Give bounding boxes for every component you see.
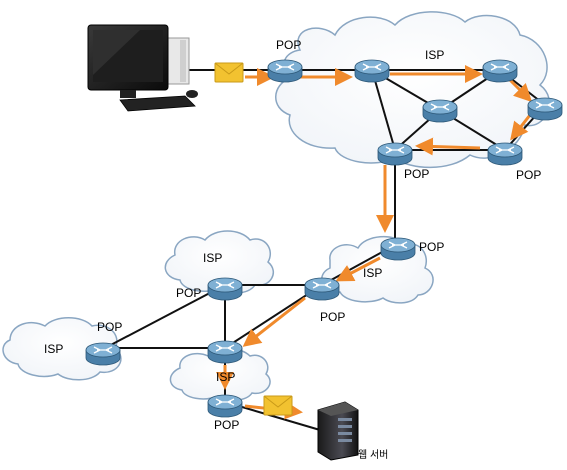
cloud-isp-mid-left bbox=[164, 230, 274, 294]
envelope-icon bbox=[214, 62, 244, 83]
router-pop-exit-icon bbox=[377, 142, 413, 166]
web-server-label: 웹 서버 bbox=[358, 450, 389, 461]
router-isp-bottom-icon bbox=[207, 340, 243, 364]
router-pop-right-icon bbox=[487, 142, 523, 166]
isp-label-bottom: ISP bbox=[216, 370, 236, 384]
pop-label-exit: POP bbox=[404, 167, 430, 181]
router-isp-top-right-icon bbox=[482, 59, 518, 83]
router-pop-bottom-icon bbox=[207, 394, 243, 418]
isp-label-far-left: ISP bbox=[44, 342, 64, 356]
link-r2-pop-exit bbox=[371, 69, 396, 151]
pop-label-mid-center: POP bbox=[320, 310, 346, 324]
isp-label-mid-left: ISP bbox=[203, 251, 223, 265]
pop-label-entry: POP bbox=[276, 38, 302, 52]
router-pop-entry-icon bbox=[267, 59, 303, 83]
router-pop-mid-left-icon bbox=[207, 277, 243, 301]
router-pop-mid-center-icon bbox=[304, 277, 340, 301]
pop-label-mid-upper: POP bbox=[419, 240, 445, 254]
web-server-icon bbox=[317, 401, 359, 461]
pop-label-far-left: POP bbox=[97, 320, 123, 334]
pop-label-bottom: POP bbox=[214, 418, 240, 432]
router-pop-mid-upper-icon bbox=[380, 237, 416, 261]
router-isp-top-center-icon bbox=[422, 99, 458, 123]
router-isp-top-far-right-icon bbox=[527, 97, 563, 121]
router-isp-top-icon bbox=[354, 59, 390, 83]
router-pop-far-left-icon bbox=[85, 342, 121, 366]
pop-label-right: POP bbox=[516, 168, 542, 182]
route-arrows bbox=[216, 65, 533, 420]
link-mid-left-far-left bbox=[104, 284, 226, 349]
pop-label-mid-left: POP bbox=[176, 286, 202, 300]
isp-label-top: ISP bbox=[425, 48, 445, 62]
desktop-computer-icon bbox=[87, 24, 198, 112]
cloud-isp-far-left bbox=[2, 317, 122, 381]
routers bbox=[85, 59, 563, 418]
envelope-icon bbox=[263, 395, 293, 416]
isp-label-mid-right: ISP bbox=[363, 266, 383, 280]
